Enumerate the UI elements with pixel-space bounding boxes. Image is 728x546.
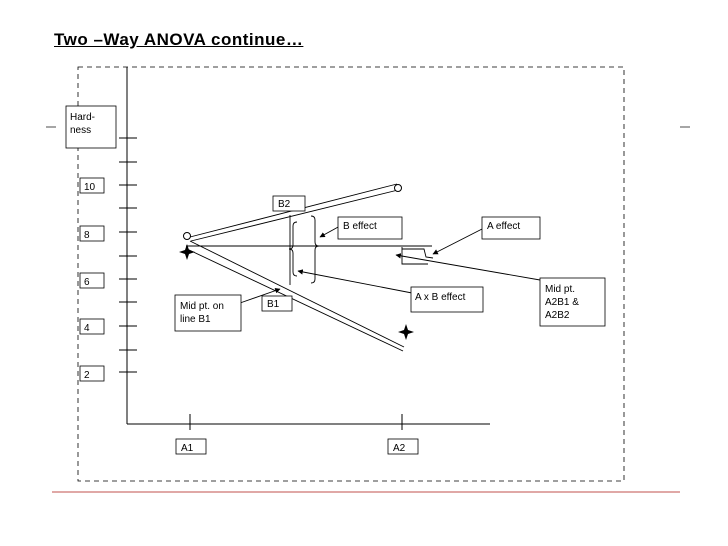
svg-text:4: 4	[84, 323, 90, 334]
arrow-mid-b1	[239, 288, 281, 304]
svg-text:A2B1 &: A2B1 &	[545, 297, 579, 308]
y-axis-label-line-1: Hard-	[70, 112, 95, 123]
svg-text:B1: B1	[267, 299, 280, 310]
svg-text:A2B2: A2B2	[545, 310, 570, 321]
arrow-mid-a2	[395, 253, 541, 281]
callout-mid-a2: Mid pt. A2B1 & A2B2	[539, 277, 606, 327]
svg-text:6: 6	[84, 277, 90, 288]
y-axis-label: Hard- ness	[65, 105, 117, 149]
point-a1b2	[183, 232, 191, 240]
y-tick-6: 6	[79, 272, 105, 289]
arrow-axb-effect	[297, 269, 413, 294]
label-b1: B1	[261, 295, 293, 312]
point-a2b2	[394, 184, 402, 192]
svg-text:A1: A1	[181, 443, 194, 454]
y-tick-4: 4	[79, 318, 105, 335]
x-tick-a2: A2	[387, 438, 419, 455]
svg-text:8: 8	[84, 230, 90, 241]
y-axis-label-line-2: ness	[70, 125, 91, 136]
y-tick-8: 8	[79, 225, 105, 242]
callout-a-effect: A effect	[481, 216, 541, 240]
arrow-b-effect	[319, 225, 341, 238]
svg-text:A x B effect: A x B effect	[415, 292, 466, 303]
point-a2b1	[398, 324, 414, 340]
brace-left	[288, 221, 298, 277]
line-b1	[186, 240, 405, 352]
y-axis-tick-marks	[119, 137, 137, 373]
callout-b-effect: B effect	[337, 216, 403, 240]
diagram-frame	[77, 66, 625, 482]
callout-mid-b1: Mid pt. on line B1	[174, 294, 242, 332]
brace-right	[310, 215, 320, 284]
svg-text:Mid pt. on: Mid pt. on	[180, 301, 224, 312]
svg-text:line B1: line B1	[180, 314, 211, 325]
y-tick-2: 2	[79, 365, 105, 382]
svg-text:B2: B2	[278, 199, 291, 210]
callout-axb-effect: A x B effect	[410, 286, 484, 313]
y-tick-10: 10	[79, 177, 105, 194]
point-a1b1	[179, 244, 195, 260]
svg-text:10: 10	[84, 182, 96, 193]
svg-text:Mid pt.: Mid pt.	[545, 284, 575, 295]
x-tick-a1: A1	[175, 438, 207, 455]
svg-text:A2: A2	[393, 443, 406, 454]
a-effect-bracket	[401, 247, 428, 265]
svg-text:2: 2	[84, 370, 90, 381]
svg-text:B effect: B effect	[343, 221, 377, 232]
svg-text:A effect: A effect	[487, 221, 520, 232]
arrow-a-effect	[432, 227, 485, 255]
a-effect-brace	[402, 248, 434, 259]
label-b2: B2	[272, 195, 306, 212]
slide-title: Two –Way ANOVA continue…	[54, 30, 304, 49]
